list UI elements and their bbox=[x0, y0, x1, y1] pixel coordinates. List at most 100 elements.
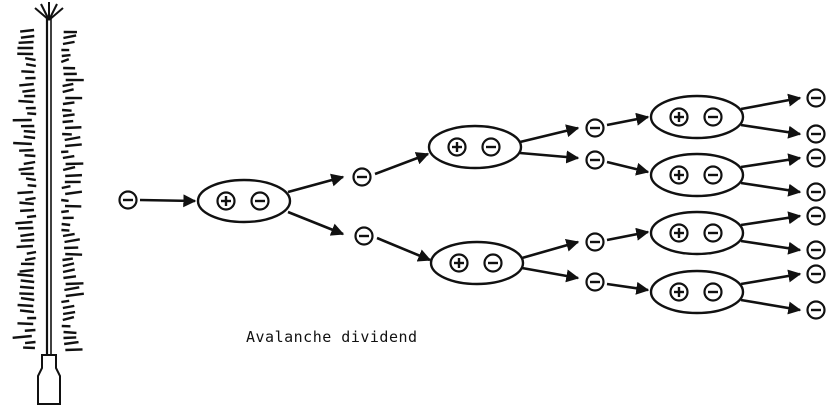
ion-icon bbox=[669, 223, 689, 243]
arrow-icon bbox=[740, 269, 802, 286]
corona-hatch-right bbox=[61, 228, 70, 232]
electron-icon bbox=[585, 118, 605, 138]
corona-hatch-left bbox=[25, 62, 37, 68]
corona-hatch-left bbox=[19, 148, 34, 152]
electron-icon bbox=[352, 167, 372, 187]
corona-hatch-right bbox=[61, 53, 71, 58]
corona-hatch-left bbox=[19, 309, 35, 314]
corona-hatch-right bbox=[62, 88, 74, 94]
corona-hatch-left bbox=[23, 160, 36, 166]
electron-icon bbox=[354, 226, 374, 246]
corona-hatch-right bbox=[62, 101, 75, 106]
electron-icon bbox=[585, 232, 605, 252]
arrow-icon bbox=[139, 194, 197, 208]
arrow-icon bbox=[519, 124, 580, 144]
corona-hatch-right bbox=[62, 257, 74, 262]
corona-hatch-left bbox=[20, 296, 35, 302]
electron-icon bbox=[806, 206, 826, 226]
corona-hatch-left bbox=[19, 268, 34, 273]
electron-icon bbox=[703, 107, 723, 127]
ion-pair-ellipse bbox=[649, 94, 745, 140]
arrow-icon bbox=[287, 173, 345, 194]
corona-hatch-right bbox=[63, 275, 77, 280]
corona-hatch-left bbox=[13, 141, 33, 146]
ion-pair-ellipse bbox=[649, 269, 745, 315]
electron-icon bbox=[585, 272, 605, 292]
corona-hatch-left bbox=[18, 166, 34, 171]
corona-hatch-left bbox=[25, 177, 36, 182]
tip-spike bbox=[48, 3, 58, 21]
arrow-icon bbox=[606, 160, 650, 176]
corona-hatch-left bbox=[24, 57, 36, 62]
figure-caption: Avalanche dividend bbox=[246, 328, 418, 346]
corona-hatch-right bbox=[62, 165, 76, 172]
corona-hatch-left bbox=[19, 201, 34, 206]
corona-hatch-left bbox=[12, 334, 32, 340]
arrow-icon bbox=[740, 211, 802, 227]
corona-hatch-left bbox=[18, 99, 34, 104]
needle-electrode bbox=[12, 2, 84, 405]
corona-hatch-right bbox=[64, 238, 81, 244]
avalanche-tree bbox=[118, 88, 826, 320]
corona-hatch-left bbox=[20, 28, 35, 33]
corona-hatch-right bbox=[62, 119, 74, 124]
corona-hatch-left bbox=[17, 303, 34, 308]
electron-icon bbox=[806, 264, 826, 284]
arrow-icon bbox=[740, 239, 802, 255]
corona-hatch-right bbox=[64, 126, 82, 130]
corona-hatch-right bbox=[65, 292, 84, 298]
corona-discharge-icon bbox=[12, 28, 84, 352]
corona-hatch-right bbox=[65, 252, 83, 256]
corona-hatch-left bbox=[20, 279, 35, 284]
arrow-icon bbox=[287, 210, 345, 236]
corona-hatch-left bbox=[20, 232, 35, 238]
arrow-icon bbox=[606, 281, 650, 295]
arrow-icon bbox=[740, 123, 802, 139]
tip-spike bbox=[34, 7, 50, 21]
electron-icon bbox=[806, 300, 826, 320]
corona-hatch-right bbox=[65, 143, 82, 148]
ion-pair-icon bbox=[649, 152, 745, 198]
electron-icon bbox=[481, 137, 501, 157]
corona-tip-icon bbox=[34, 2, 64, 21]
arrow-icon bbox=[606, 112, 650, 127]
corona-hatch-left bbox=[24, 340, 36, 345]
electron-icon bbox=[250, 191, 270, 211]
corona-hatch-left bbox=[19, 82, 34, 87]
electron-icon bbox=[806, 240, 826, 260]
corona-hatch-left bbox=[20, 238, 35, 242]
corona-hatch-left bbox=[24, 256, 36, 262]
corona-hatch-right bbox=[62, 310, 76, 316]
arrow-icon bbox=[740, 181, 802, 197]
ion-pair-ellipse bbox=[649, 210, 745, 256]
corona-hatch-left bbox=[26, 214, 37, 219]
corona-hatch-right bbox=[64, 286, 80, 292]
tip-spike bbox=[48, 7, 64, 21]
corona-hatch-right bbox=[62, 315, 75, 322]
corona-hatch-right bbox=[61, 299, 70, 304]
corona-hatch-right bbox=[61, 185, 71, 190]
corona-hatch-right bbox=[61, 209, 69, 214]
electron-icon bbox=[585, 150, 605, 170]
corona-hatch-left bbox=[17, 322, 34, 326]
corona-hatch-right bbox=[62, 304, 75, 310]
corona-hatch-right bbox=[63, 330, 77, 335]
corona-hatch-left bbox=[24, 154, 36, 158]
ion-icon bbox=[669, 282, 689, 302]
corona-hatch-right bbox=[62, 40, 75, 46]
ion-icon bbox=[449, 253, 469, 273]
electron-icon bbox=[806, 88, 826, 108]
corona-hatch-right bbox=[65, 348, 83, 352]
corona-hatch-right bbox=[62, 154, 75, 160]
corona-hatch-right bbox=[61, 108, 72, 112]
electron-icon bbox=[703, 223, 723, 243]
corona-hatch-right bbox=[61, 222, 71, 227]
corona-hatch-left bbox=[26, 250, 37, 255]
corona-hatch-left bbox=[19, 292, 34, 296]
corona-hatch-left bbox=[23, 135, 36, 140]
ion-pair-ellipse bbox=[427, 124, 523, 170]
corona-hatch-left bbox=[21, 70, 35, 74]
electron-icon bbox=[806, 124, 826, 144]
electron-icon bbox=[703, 282, 723, 302]
